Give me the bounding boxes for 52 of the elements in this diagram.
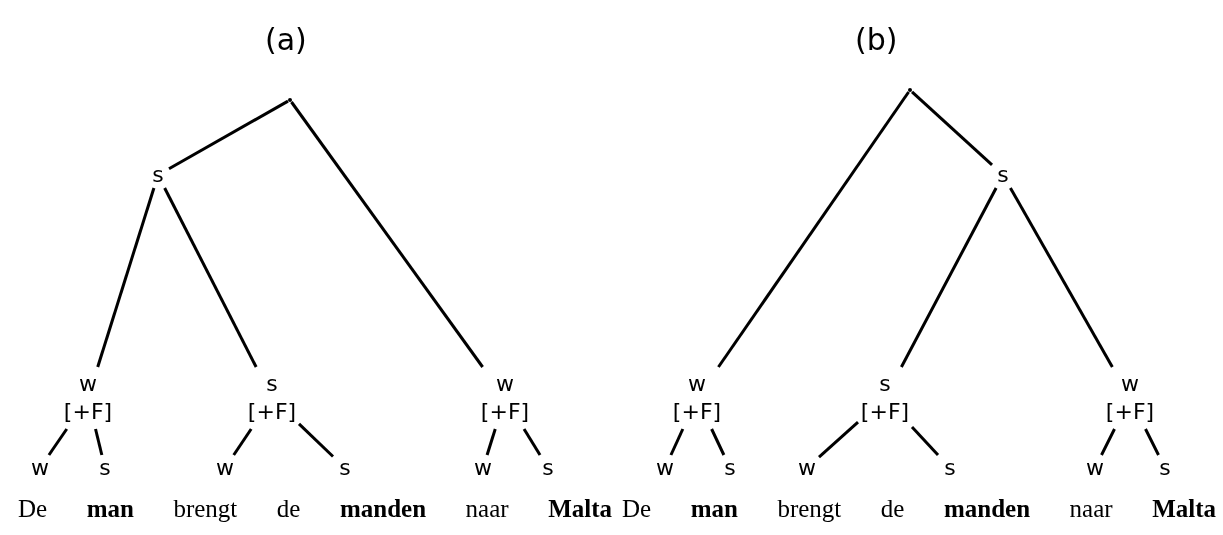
stress-label: w [31, 454, 49, 482]
stress-label: s [152, 161, 164, 189]
stress-label: w [798, 454, 816, 482]
stress-label: w [474, 454, 492, 482]
feature-label: [+F] [480, 398, 530, 426]
feature-label: [+F] [63, 398, 113, 426]
tree-branch [1100, 428, 1116, 456]
tree-branch [96, 187, 156, 368]
stress-label: s [944, 454, 956, 482]
tree-title: (b) [855, 22, 898, 57]
stress-label: s [997, 161, 1009, 189]
stress-label: s [879, 370, 891, 398]
junction-point [908, 88, 912, 92]
stress-label: s [339, 454, 351, 482]
tree-branch [522, 428, 542, 456]
stress-label: s [266, 370, 278, 398]
feature-label: [+F] [672, 398, 722, 426]
feature-label: [+F] [860, 398, 910, 426]
junction-point [288, 98, 292, 102]
sentence: De man brengt de manden naar Malta [18, 494, 612, 524]
tree-branch [47, 428, 68, 456]
stress-label: w [496, 370, 514, 398]
stress-label: s [724, 454, 736, 482]
tree-branch [911, 90, 993, 167]
tree-branch [669, 428, 685, 456]
stress-label: s [1159, 454, 1171, 482]
stress-label: s [99, 454, 111, 482]
tree-branch [168, 99, 289, 171]
sentence: De man brengt de manden naar Malta [622, 494, 1216, 524]
tree-branch [485, 428, 497, 456]
tree-branch [910, 426, 940, 457]
tree-branch [297, 422, 335, 458]
stress-label: w [656, 454, 674, 482]
tree-branch [710, 428, 726, 456]
stress-label: w [79, 370, 97, 398]
tree-branch [290, 101, 484, 368]
tree-branch [1144, 428, 1160, 456]
feature-label: [+F] [1105, 398, 1155, 426]
tree-branch [717, 91, 910, 368]
tree-branch [94, 428, 104, 456]
tree-title: (a) [265, 22, 307, 57]
stress-label: s [542, 454, 554, 482]
tree-branch [1009, 187, 1114, 368]
stress-label: w [688, 370, 706, 398]
tree-branch [900, 187, 998, 368]
tree-branch [232, 428, 253, 456]
stress-label: w [216, 454, 234, 482]
tree-branch [818, 421, 859, 459]
feature-label: [+F] [247, 398, 297, 426]
stress-label: w [1086, 454, 1104, 482]
tree-branch [163, 187, 258, 368]
stress-label: w [1121, 370, 1139, 398]
